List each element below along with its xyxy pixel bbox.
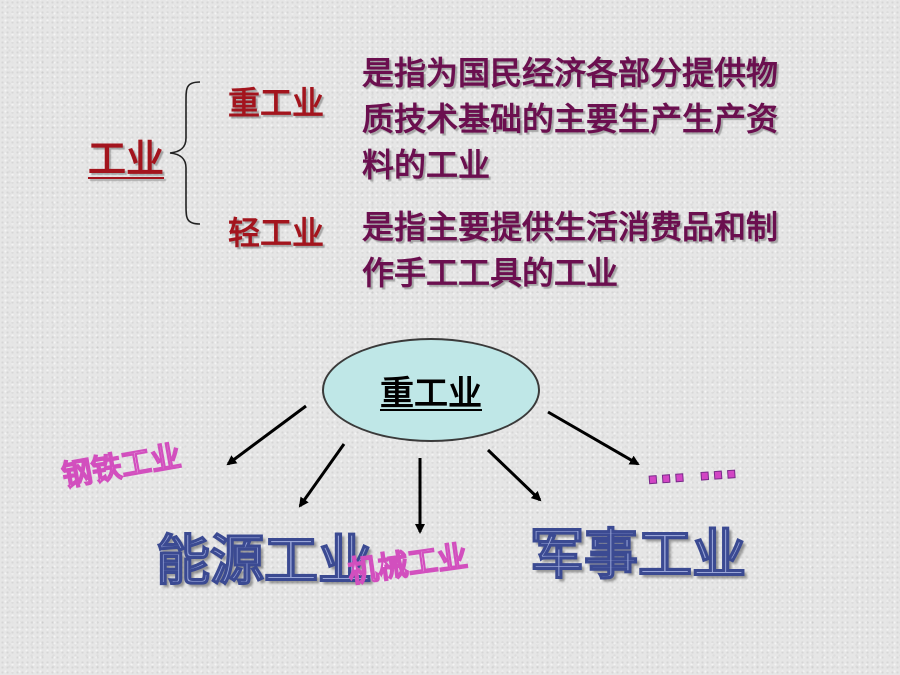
more-industries-ellipsis: …… — [644, 440, 752, 494]
heavy-industry-term: 重工业 — [228, 84, 325, 122]
industry-title: 工业 — [88, 137, 165, 181]
brace-icon — [169, 81, 201, 225]
heavy-industry-definition: 是指为国民经济各部分提供物质技术基础的主要生产生产资料的工业 — [362, 54, 779, 184]
heavy-industry-node: 重工业 — [322, 338, 540, 442]
light-industry-definition: 是指主要提供生活消费品和制作手工工具的工业 — [362, 208, 779, 292]
energy-industry-label: 能源工业 — [155, 528, 372, 592]
arrow-to-energy — [298, 443, 346, 508]
arrow-to-military — [486, 448, 542, 502]
arrow-to-more — [547, 410, 640, 466]
light-industry-term: 轻工业 — [228, 214, 325, 252]
heavy-industry-node-label: 重工业 — [380, 373, 482, 414]
arrow-to-steel — [226, 404, 307, 466]
military-industry-label: 军事工业 — [529, 522, 746, 586]
